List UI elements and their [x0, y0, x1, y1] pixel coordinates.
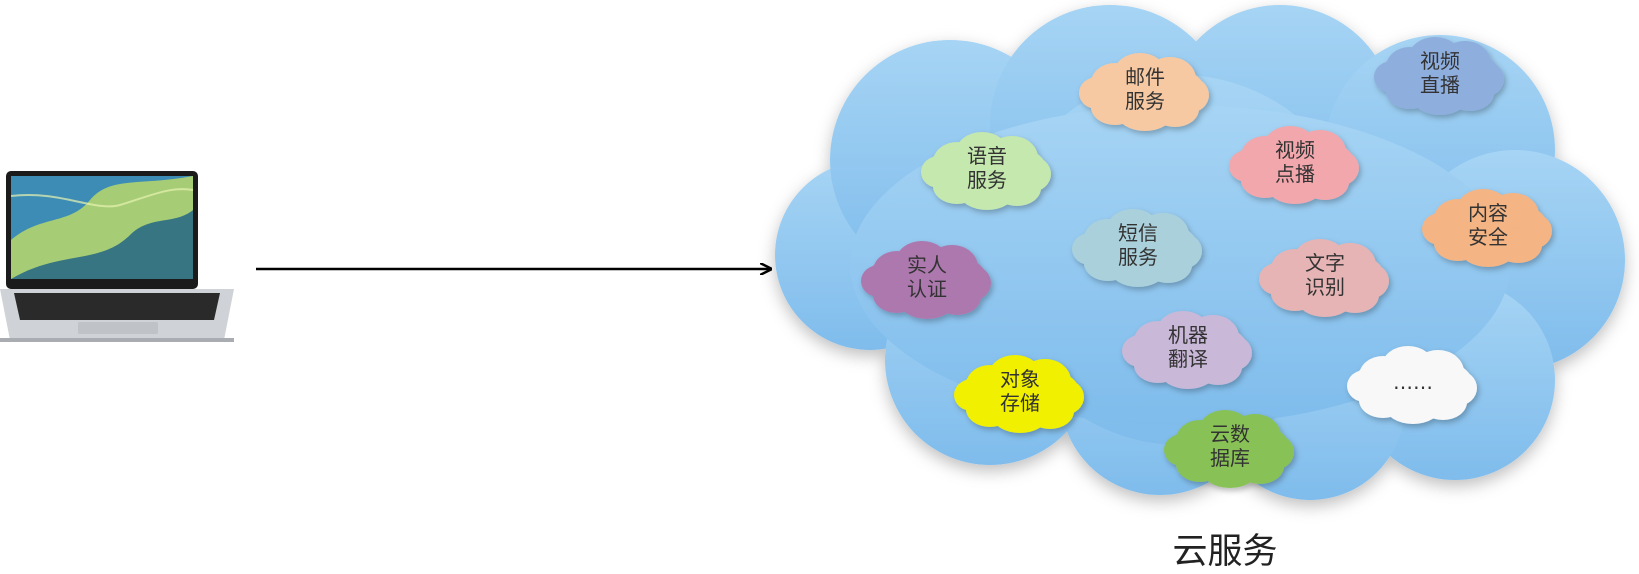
service-label: 对象存储 — [1000, 367, 1040, 415]
service-label: 视频直播 — [1420, 49, 1460, 97]
service-label: 邮件服务 — [1125, 65, 1165, 113]
laptop-icon — [0, 171, 234, 342]
service-label: 短信服务 — [1118, 221, 1158, 269]
service-label: 语音服务 — [967, 144, 1007, 192]
service-label: 内容安全 — [1468, 201, 1508, 249]
service-label: 文字识别 — [1305, 251, 1345, 299]
service-label: 视频点播 — [1275, 138, 1315, 186]
service-label: 机器翻译 — [1168, 323, 1208, 371]
service-label: 实人认证 — [907, 253, 947, 301]
cloud-label: 云服务 — [1172, 532, 1277, 572]
service-label: …… — [1393, 370, 1433, 394]
service-label: 云数据库 — [1210, 422, 1250, 470]
